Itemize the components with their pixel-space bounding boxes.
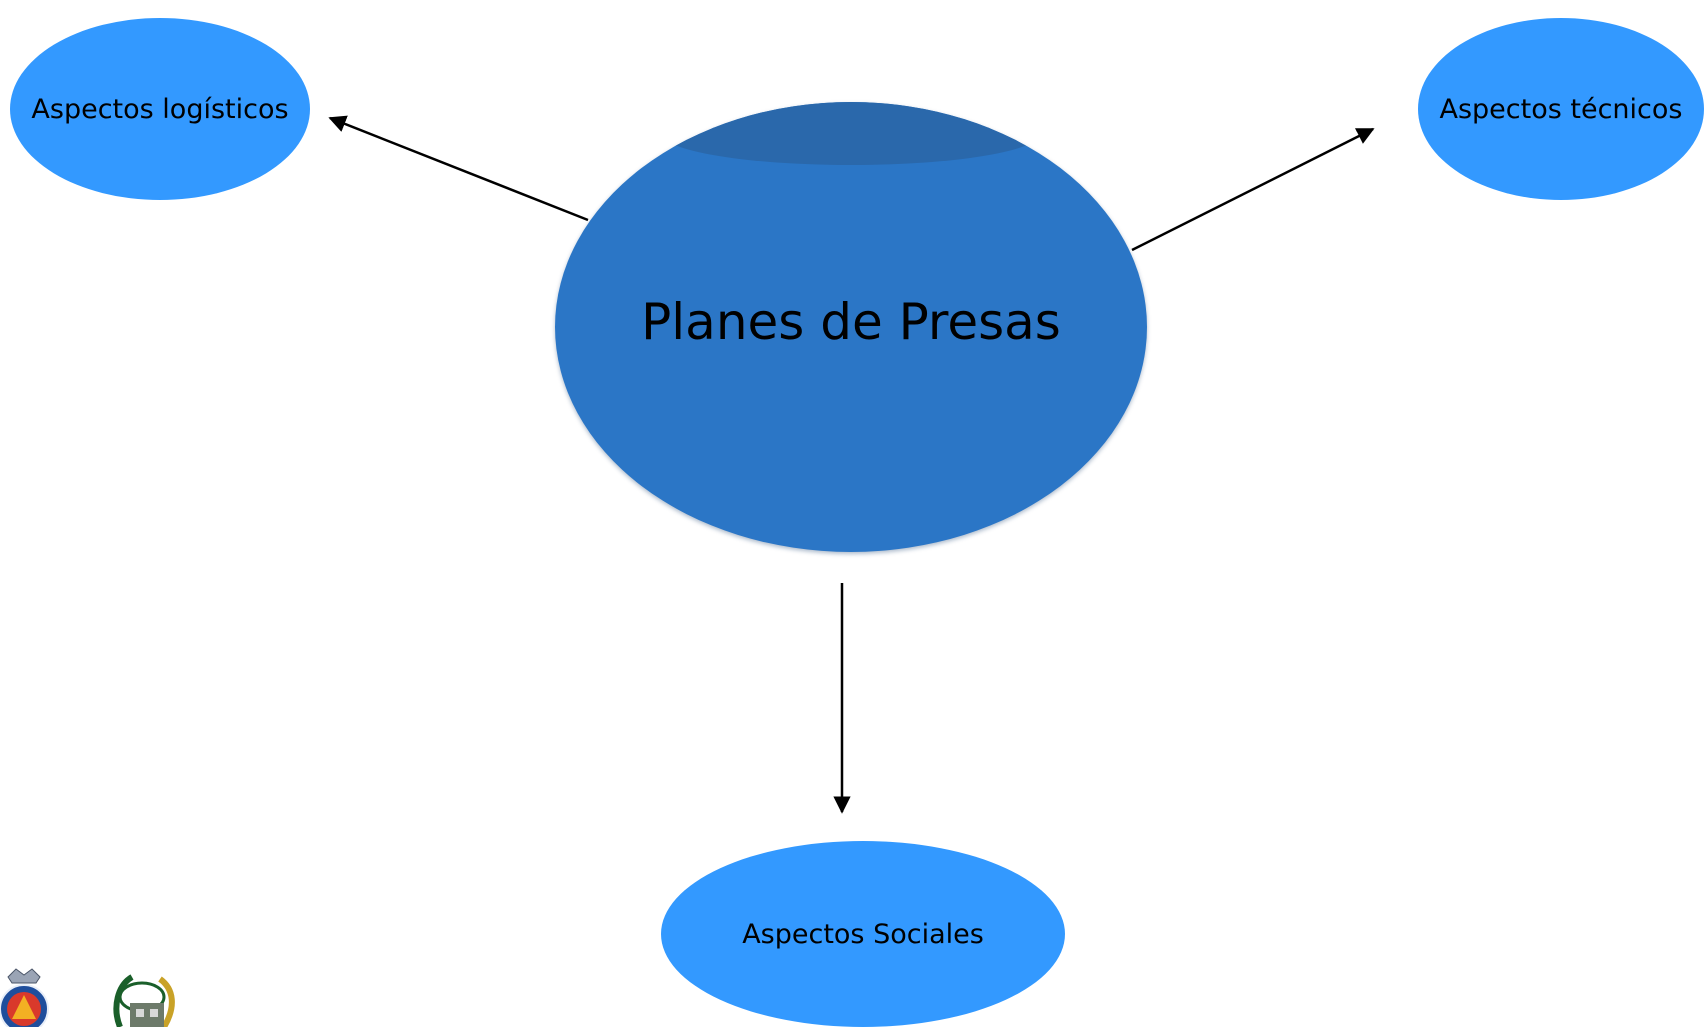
node-tecnicos-label: Aspectos técnicos — [1439, 93, 1683, 125]
node-aspectos-tecnicos: Aspectos técnicos — [1418, 18, 1704, 200]
node-aspectos-sociales: Aspectos Sociales — [661, 841, 1065, 1027]
proteccion-civil-crest-icon — [0, 968, 49, 1027]
arrow-to-logisticos — [328, 115, 589, 222]
logo-strip — [0, 968, 175, 1027]
node-sociales-label: Aspectos Sociales — [742, 918, 984, 950]
center-node-planes-de-presas: Planes de Presas — [555, 102, 1147, 552]
node-aspectos-logisticos: Aspectos logísticos — [10, 18, 310, 200]
laurel-emblem-icon — [113, 974, 175, 1027]
center-node-label: Planes de Presas — [641, 293, 1061, 351]
arrow-to-tecnicos — [1131, 127, 1375, 252]
node-logisticos-label: Aspectos logísticos — [31, 93, 289, 125]
